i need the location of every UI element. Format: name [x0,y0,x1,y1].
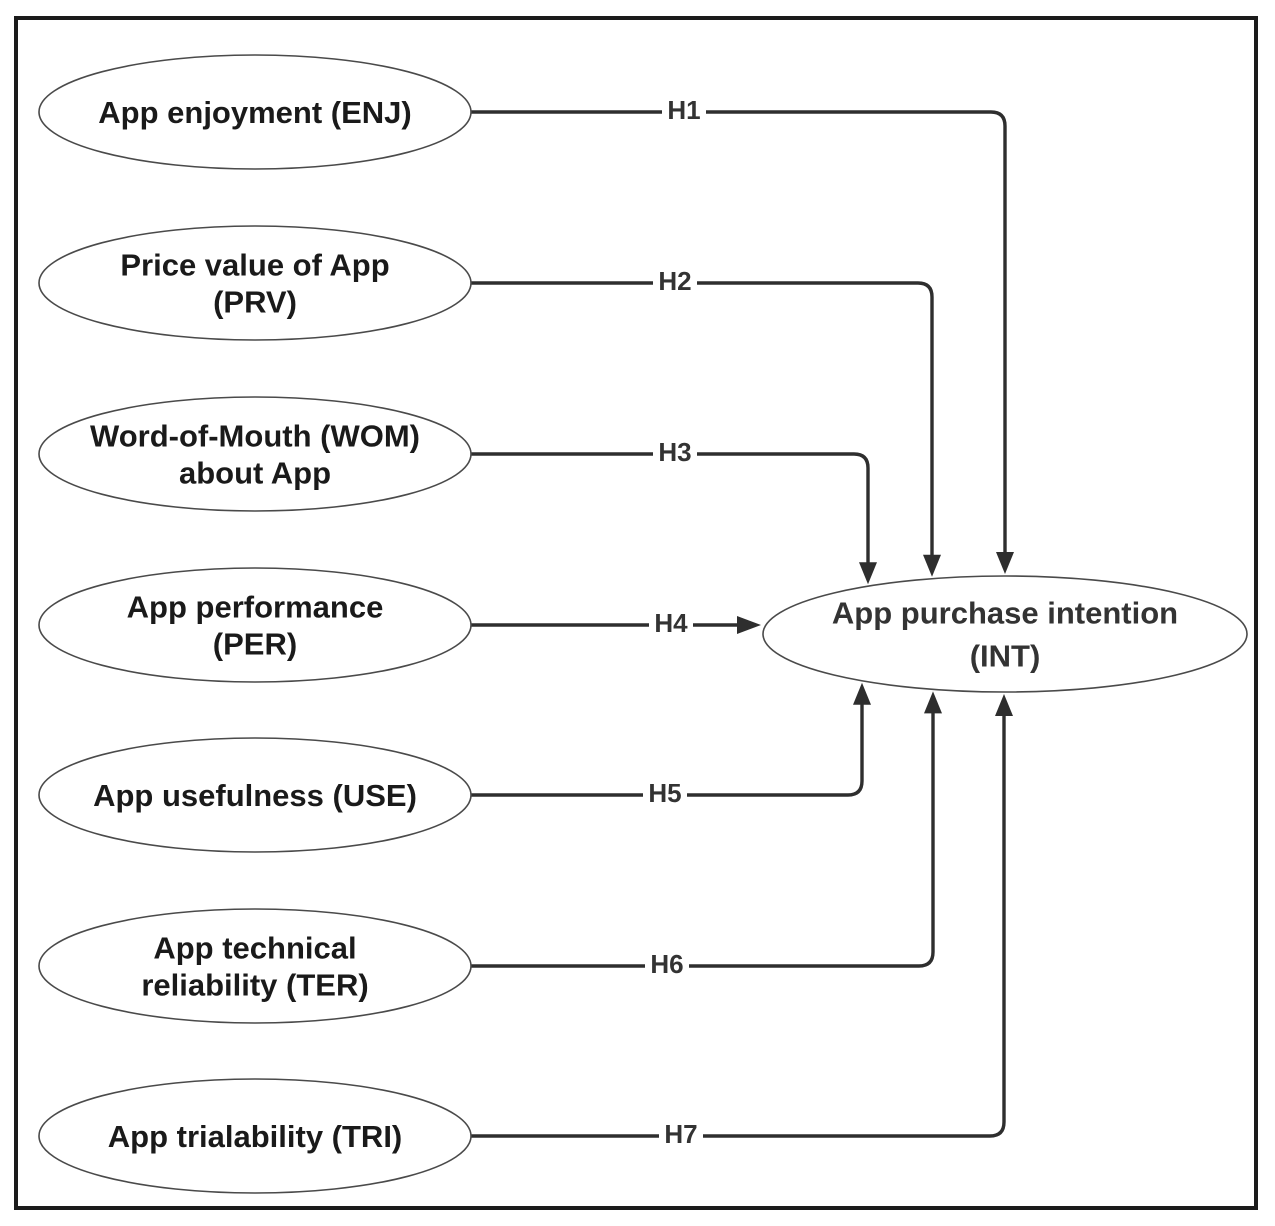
construct-per-ellipse [38,567,472,683]
arrowhead-icon [996,552,1014,574]
path-h5: H5 [471,682,871,810]
arrowhead-icon [859,562,877,585]
arrowhead-icon [923,554,941,577]
path-h7-label-bg [659,1121,703,1151]
construct-wom-label: about App [179,456,331,491]
hypothesis-label-h2: H2 [658,266,691,296]
construct-wom: Word-of-Mouth (WOM)about App [38,396,472,512]
construct-tri-ellipse [38,1078,472,1194]
construct-prv-ellipse [38,225,472,341]
construct-ter-label: reliability (TER) [141,968,368,1003]
path-h1-line [471,110,1007,554]
target-int-label: App purchase intention [832,596,1178,631]
target-int-label: (INT) [970,639,1041,674]
arrowhead-icon [924,691,942,714]
hypothesis-label-h1: H1 [667,95,700,125]
construct-enj-label: App enjoyment (ENJ) [98,95,411,130]
path-h2-line [471,281,934,557]
construct-prv-label: Price value of App [120,248,389,283]
construct-tri-label: App trialability (TRI) [108,1119,403,1154]
construct-wom-label: Word-of-Mouth (WOM) [90,419,420,454]
construct-ter-label: App technical [153,931,356,966]
hypothesis-label-h5: H5 [648,778,681,808]
path-h4: H4 [471,608,761,640]
hypothesis-label-h4: H4 [654,608,688,638]
construct-prv-label: (PRV) [213,285,297,320]
path-h3-line [471,452,870,565]
path-h7-line [471,714,1006,1138]
path-h3-label-bg [653,439,697,469]
path-h5-label-bg [643,780,687,810]
construct-use-ellipse [38,737,472,853]
construct-nodes: App enjoyment (ENJ) Price value of App(PR… [38,54,472,1194]
path-h1-label-bg [662,97,706,127]
construct-enj-ellipse [38,54,472,170]
construct-per-label: App performance [127,590,384,625]
arrowhead-icon [737,616,761,634]
construct-enj: App enjoyment (ENJ) [38,54,472,170]
path-h6: H6 [471,691,942,981]
path-h6-line [471,711,935,968]
hypothesis-label-h3: H3 [658,437,691,467]
construct-use-label: App usefulness (USE) [93,778,417,813]
construct-tri: App trialability (TRI) [38,1078,472,1194]
hypothesis-label-h6: H6 [650,949,683,979]
arrowhead-icon [853,682,871,705]
path-h2: H2 [471,266,941,577]
hypothesis-label-h7: H7 [664,1119,697,1149]
construct-per: App performance(PER) [38,567,472,683]
construct-per-label: (PER) [213,627,297,662]
construct-ter-ellipse [38,908,472,1024]
construct-prv: Price value of App(PRV) [38,225,472,341]
construct-use: App usefulness (USE) [38,737,472,853]
target-node: App purchase intention (INT) [762,575,1248,693]
path-h1: H1 [471,95,1014,574]
arrowhead-icon [995,693,1013,716]
path-h4-label-bg [649,610,693,640]
path-h7: H7 [471,693,1013,1151]
path-h5-line [471,702,864,797]
target-int-ellipse [762,575,1248,693]
path-h6-label-bg [645,951,689,981]
construct-wom-ellipse [38,396,472,512]
path-h3: H3 [471,437,877,585]
path-h2-label-bg [653,268,697,298]
